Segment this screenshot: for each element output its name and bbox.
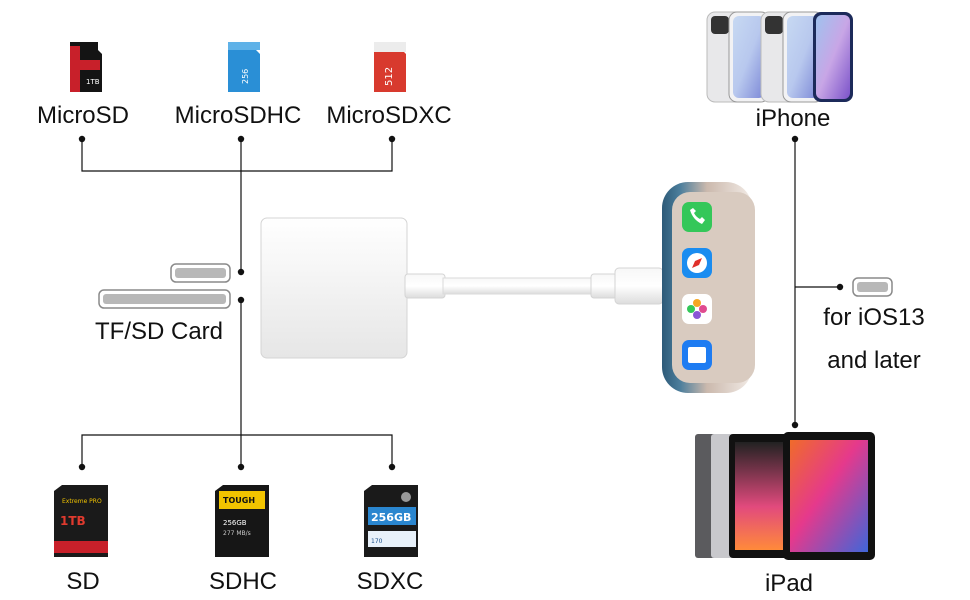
iphone-edge-closeup [662,182,755,393]
svg-text:512: 512 [384,67,395,86]
sdhc-label: SDHC [208,568,278,595]
svg-text:TOUGH: TOUGH [223,496,255,505]
svg-text:277 MB/s: 277 MB/s [223,530,251,537]
tf-slot-icon [170,263,231,283]
compat-line-1: for iOS13 [823,304,925,331]
ipad-label: iPad [764,570,814,597]
svg-text:170: 170 [371,538,383,545]
microsdhc-card-image: 256 [228,42,260,92]
ipad-product-image [695,432,875,560]
microsdxc-label: MicroSDXC [326,102,452,129]
iphone-label: iPhone [755,105,831,132]
microsd-label: MicroSD [36,102,130,129]
sd-slot-icon [98,289,231,309]
tf-sd-card-label: TF/SD Card [95,318,224,345]
svg-text:256: 256 [241,69,250,84]
sdhc-card-image: TOUGH 256GB 277 MB/s [215,485,269,557]
card-reader-adapter [260,217,664,359]
svg-text:Extreme PRO: Extreme PRO [62,498,102,505]
compat-line-2: and later [827,347,921,374]
microsdhc-label: MicroSDHC [174,102,302,129]
svg-text:256GB: 256GB [371,511,411,524]
sdxc-card-image: 256GB 170 [364,485,418,557]
microsdxc-card-image: 512 [374,42,406,92]
svg-text:256GB: 256GB [223,519,247,527]
microsd-card-image: 1TB [70,42,102,92]
sd-card-image: Extreme PRO 1TB [54,485,108,557]
svg-text:1TB: 1TB [86,78,100,86]
photos-app-icon [682,294,712,324]
lightning-port-icon [852,277,893,297]
svg-text:1TB: 1TB [60,514,86,528]
iphone-product-image [706,11,853,103]
sdxc-label: SDXC [356,568,424,595]
sd-label: SD [66,568,100,595]
